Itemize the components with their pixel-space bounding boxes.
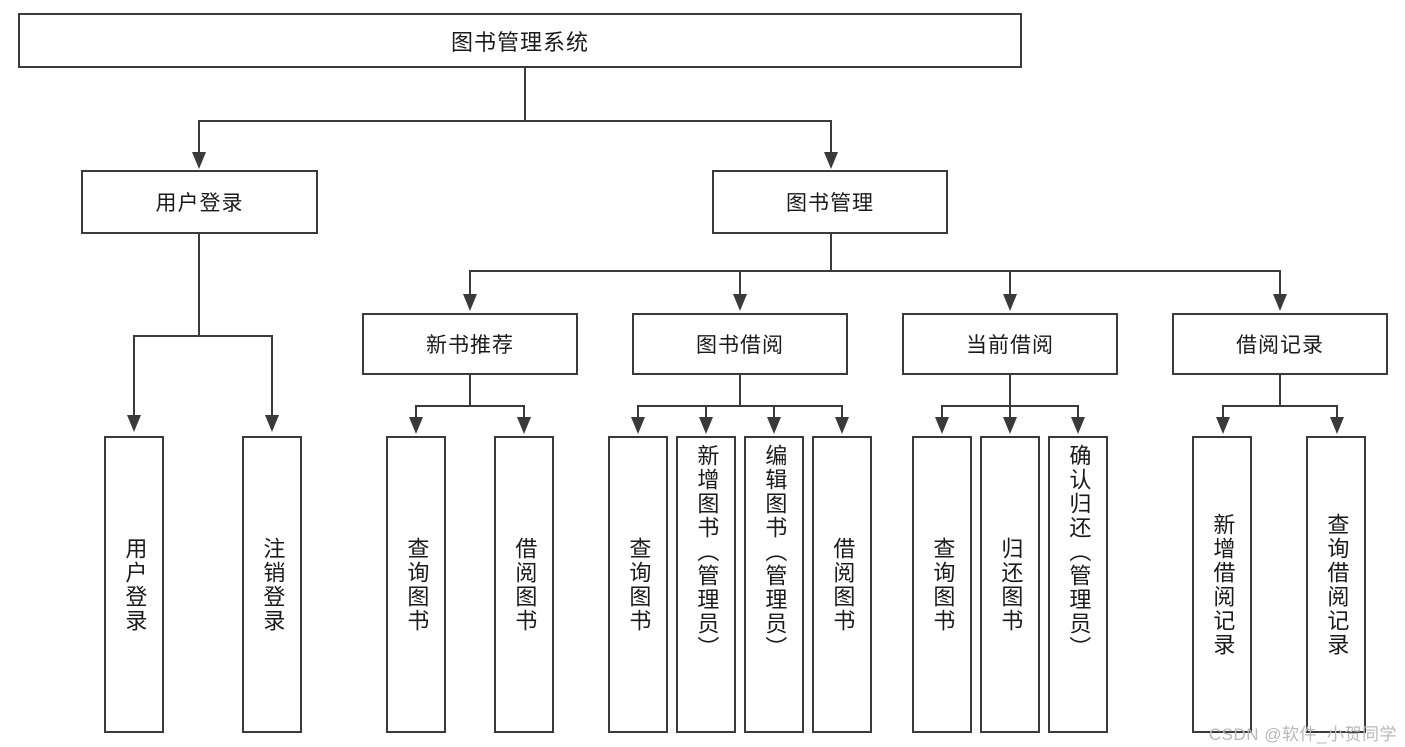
arrow-newbook-1 <box>517 417 531 434</box>
leaf-label: 新增图书（管理员） <box>694 444 720 660</box>
connector-bookborrow-drop-2 <box>773 405 775 419</box>
connector-level1-bus <box>198 120 832 122</box>
watermark-text: CSDN @软件_小贺同学 <box>1208 725 1397 744</box>
leaf-currentborrow-confirm-return-admin[interactable]: 确认归还（管理员） <box>1048 436 1108 733</box>
arrow-currentborrow-2 <box>1071 417 1085 434</box>
connector-borrowrecord-drop-1 <box>1336 405 1338 419</box>
connector-newbook-drop-0 <box>415 405 417 419</box>
node-label: 用户登录 <box>155 192 244 215</box>
connector-root-stem <box>524 68 526 120</box>
connector-bookborrow-stem <box>739 375 741 405</box>
connector-borrowrecord-stem <box>1279 375 1281 405</box>
connector-level2-bus <box>469 270 1280 272</box>
arrow-currentborrow-0 <box>935 417 949 434</box>
leaf-label: 编辑图书（管理员） <box>762 444 788 660</box>
leaf-label: 新增借阅记录 <box>1210 512 1236 657</box>
leaf-label: 用户登录 <box>122 536 148 633</box>
node-label: 图书管理 <box>786 192 874 215</box>
node-root-system[interactable]: 图书管理系统 <box>18 13 1022 68</box>
leaf-label: 注销登录 <box>260 536 286 633</box>
node-label: 图书借阅 <box>696 334 784 357</box>
arrow-bookborrow-3 <box>835 417 849 434</box>
connector-userlogin-drop-0 <box>133 335 135 417</box>
connector-level2-drop-2 <box>1009 270 1011 296</box>
connector-level1-drop-1 <box>830 120 832 154</box>
connector-borrowrecord-bus <box>1222 405 1336 407</box>
leaf-user-login[interactable]: 用户登录 <box>104 436 164 733</box>
connector-currentborrow-stem <box>1009 375 1011 405</box>
leaf-newbook-borrow-book[interactable]: 借阅图书 <box>494 436 554 733</box>
leaf-label: 查询图书 <box>930 536 956 633</box>
leaf-label: 借阅图书 <box>512 536 538 633</box>
connector-bookborrow-drop-0 <box>637 405 639 419</box>
leaf-logout[interactable]: 注销登录 <box>242 436 302 733</box>
arrow-borrowrecord-0 <box>1216 417 1230 434</box>
arrow-borrowrecord-1 <box>1330 417 1344 434</box>
node-label: 当前借阅 <box>966 334 1054 357</box>
arrow-level2-0 <box>463 294 477 311</box>
connector-userlogin-bus <box>133 335 271 337</box>
connector-currentborrow-drop-1 <box>1009 405 1011 419</box>
arrow-newbook-0 <box>409 417 423 434</box>
leaf-label: 查询借阅记录 <box>1324 512 1350 657</box>
leaf-bookborrow-query-book[interactable]: 查询图书 <box>608 436 668 733</box>
leaf-label: 归还图书 <box>998 536 1024 633</box>
leaf-bookborrow-add-book-admin[interactable]: 新增图书（管理员） <box>676 436 736 733</box>
node-label: 借阅记录 <box>1236 334 1324 357</box>
leaf-label: 查询图书 <box>404 536 430 633</box>
connector-bookborrow-drop-3 <box>841 405 843 419</box>
connector-currentborrow-drop-2 <box>1077 405 1079 419</box>
arrow-bookborrow-2 <box>767 417 781 434</box>
leaf-borrowrecord-add-record[interactable]: 新增借阅记录 <box>1192 436 1252 733</box>
connector-level1-drop-0 <box>198 120 200 154</box>
connector-bookmgmt-stem <box>830 234 832 270</box>
leaf-bookborrow-edit-book-admin[interactable]: 编辑图书（管理员） <box>744 436 804 733</box>
connector-bookborrow-drop-1 <box>705 405 707 419</box>
leaf-label: 确认归还（管理员） <box>1066 444 1092 660</box>
node-user-login[interactable]: 用户登录 <box>81 170 318 234</box>
arrow-level2-1 <box>733 294 747 311</box>
leaf-newbook-query-book[interactable]: 查询图书 <box>386 436 446 733</box>
leaf-bookborrow-borrow-book[interactable]: 借阅图书 <box>812 436 872 733</box>
node-current-borrow[interactable]: 当前借阅 <box>902 313 1118 375</box>
node-new-book-recommend[interactable]: 新书推荐 <box>362 313 578 375</box>
connector-userlogin-stem <box>198 234 200 335</box>
arrow-level2-2 <box>1003 294 1017 311</box>
node-book-management[interactable]: 图书管理 <box>712 170 948 234</box>
arrow-bookborrow-0 <box>631 417 645 434</box>
connector-currentborrow-drop-0 <box>941 405 943 419</box>
arrow-userlogin-1 <box>265 415 279 432</box>
arrow-level1-0 <box>192 152 206 169</box>
arrow-currentborrow-1 <box>1003 417 1017 434</box>
connector-userlogin-drop-1 <box>271 335 273 417</box>
connector-newbook-bus <box>415 405 523 407</box>
node-book-borrow[interactable]: 图书借阅 <box>632 313 848 375</box>
arrow-bookborrow-1 <box>699 417 713 434</box>
arrow-level2-3 <box>1273 294 1287 311</box>
connector-borrowrecord-drop-0 <box>1222 405 1224 419</box>
leaf-borrowrecord-query-record[interactable]: 查询借阅记录 <box>1306 436 1366 733</box>
leaf-label: 查询图书 <box>626 536 652 633</box>
arrow-userlogin-0 <box>127 415 141 432</box>
node-borrow-record[interactable]: 借阅记录 <box>1172 313 1388 375</box>
arrow-level1-1 <box>824 152 838 169</box>
connector-newbook-drop-1 <box>523 405 525 419</box>
leaf-currentborrow-return-book[interactable]: 归还图书 <box>980 436 1040 733</box>
connector-level2-drop-3 <box>1279 270 1281 296</box>
connector-level2-drop-1 <box>739 270 741 296</box>
leaf-label: 借阅图书 <box>830 536 856 633</box>
node-label: 图书管理系统 <box>450 29 589 55</box>
node-label: 新书推荐 <box>426 334 514 357</box>
leaf-currentborrow-query-book[interactable]: 查询图书 <box>912 436 972 733</box>
connector-level2-drop-0 <box>469 270 471 296</box>
connector-newbook-stem <box>469 375 471 405</box>
connector-bookborrow-bus <box>637 405 843 407</box>
